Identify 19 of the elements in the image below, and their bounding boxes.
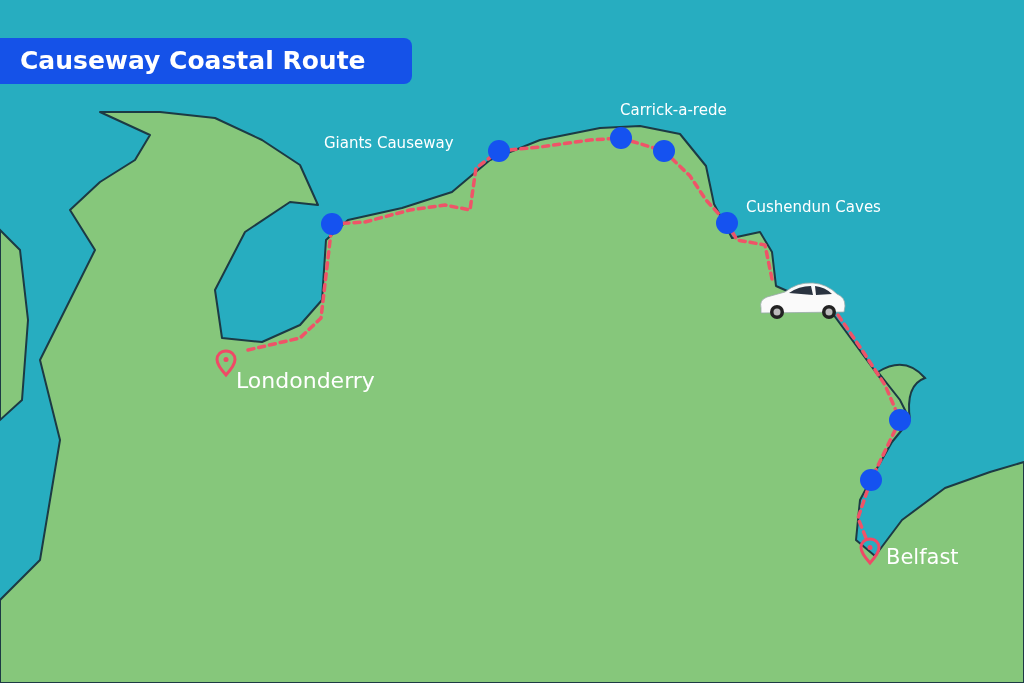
map-title: Causeway Coastal Route	[0, 38, 412, 84]
city-label: Londonderry	[236, 368, 375, 393]
route-stop-dot	[321, 213, 343, 235]
route-stop-dot	[716, 212, 738, 234]
place-label: Carrick-a-rede	[620, 101, 727, 119]
route-line	[508, 136, 612, 152]
route-line	[629, 139, 656, 150]
route-line	[341, 155, 492, 226]
route-line	[836, 313, 898, 412]
route-line	[670, 156, 722, 217]
route-line	[856, 488, 870, 540]
city-label: Belfast	[886, 545, 959, 569]
route-line	[730, 230, 774, 281]
place-label: Cushendun Caves	[746, 198, 881, 216]
route-stop-dot	[860, 469, 882, 491]
place-label: Giants Causeway	[324, 134, 454, 152]
route-line	[874, 428, 897, 472]
route-line	[246, 233, 333, 352]
route-stop-dot	[488, 140, 510, 162]
